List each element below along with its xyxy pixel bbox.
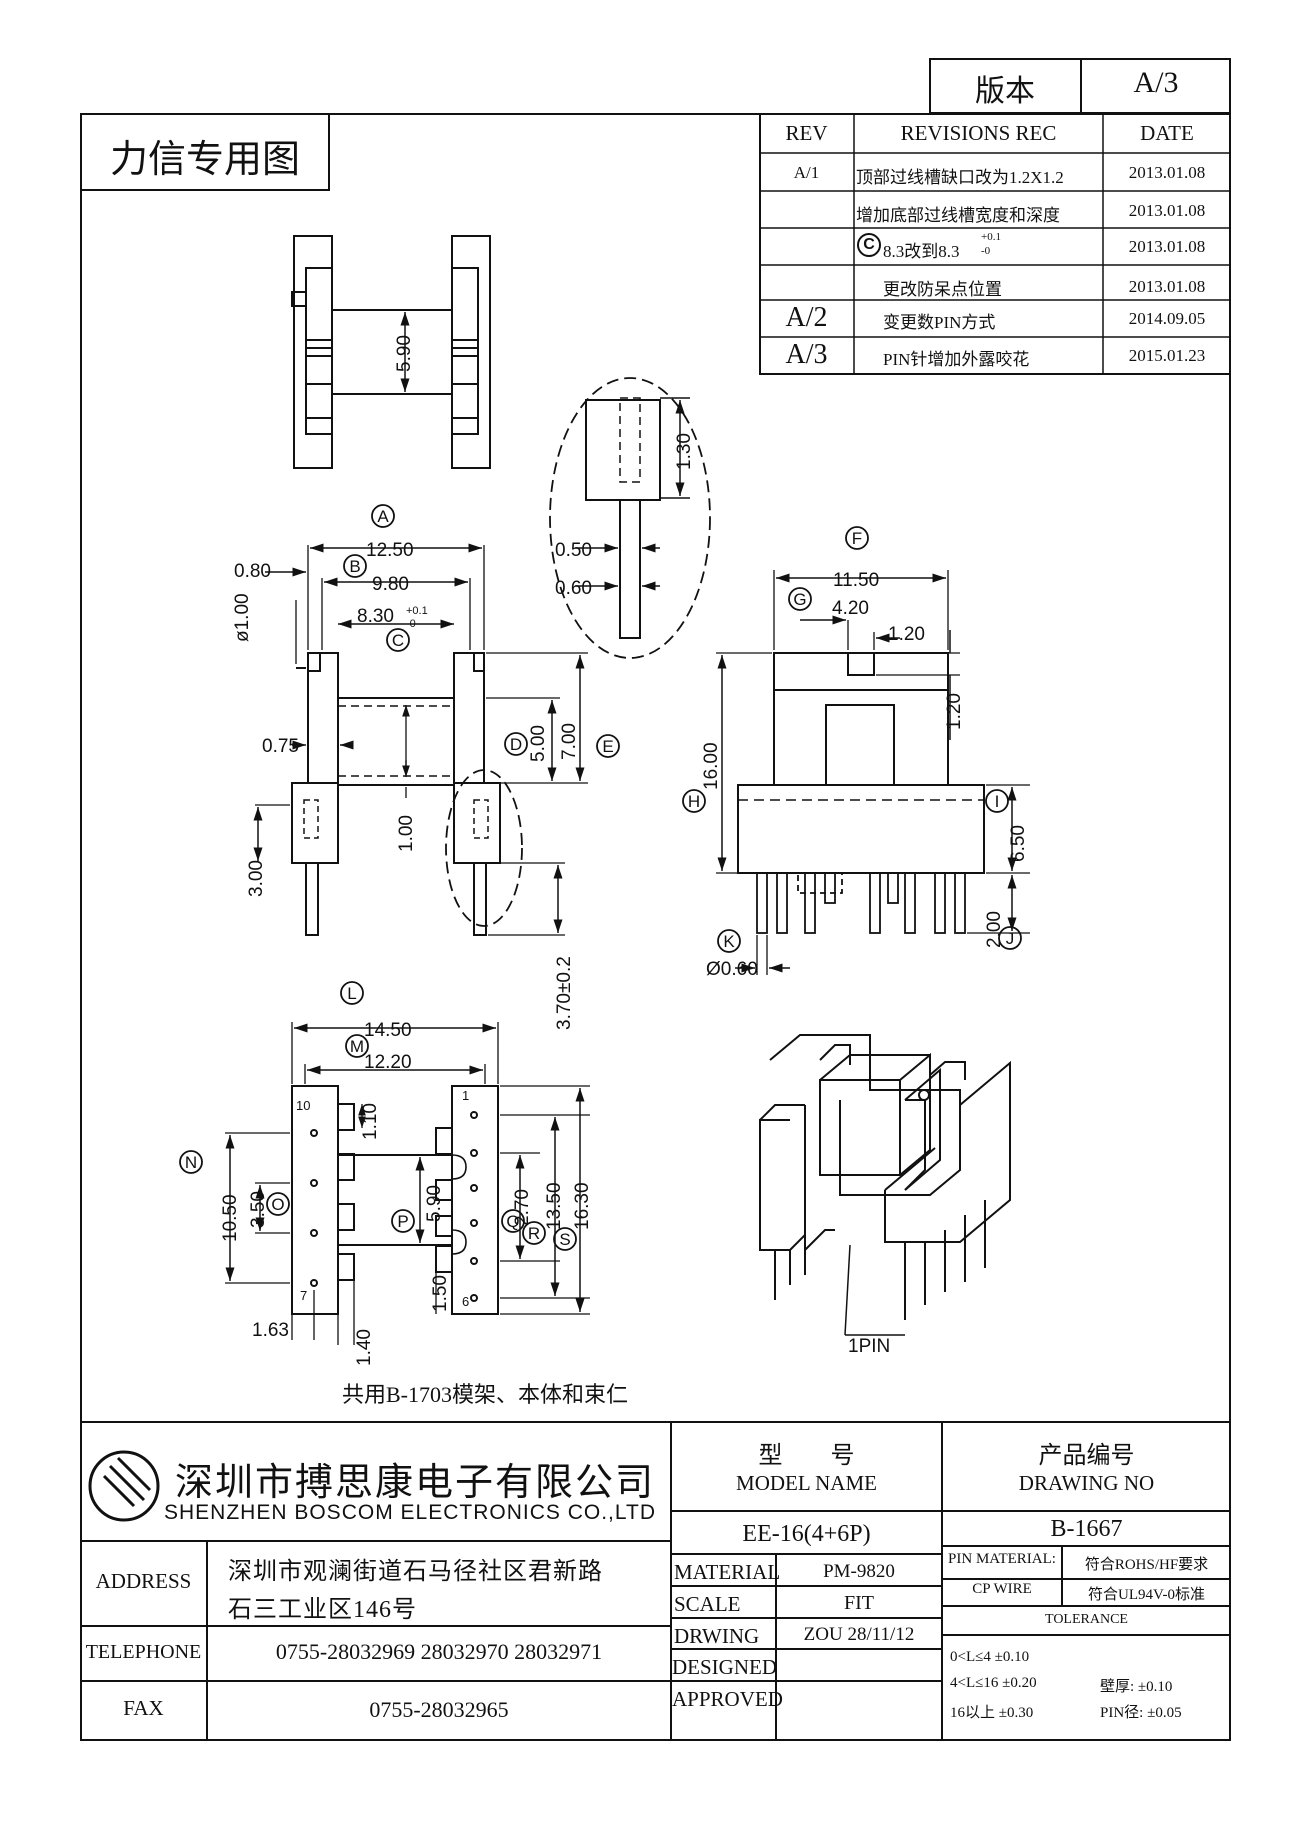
tol-row-1: 0<L≤4 ±0.10 xyxy=(950,1649,1030,1665)
company-name-cn: 深圳市搏思康电子有限公司 xyxy=(175,1462,656,1504)
address-line-2: 石三工业区146号 xyxy=(228,1597,417,1623)
approved-label: APPROVED xyxy=(672,1687,783,1711)
pin-tolerance: PIN径: ±0.05 xyxy=(1100,1705,1182,1721)
rev-row-3-tol-plus: +0.1 xyxy=(981,231,1001,243)
date-header: DATE xyxy=(1140,121,1194,145)
rev-row-5-rec: 变更数PIN方式 xyxy=(883,313,996,332)
pin-material-label: PIN MATERIAL: xyxy=(948,1551,1056,1567)
version-value: A/3 xyxy=(1133,66,1179,99)
rev-row-1-rev: A/1 xyxy=(793,163,820,182)
drawing-frame xyxy=(80,113,1231,1741)
tol-row-3: 16以上 ±0.30 xyxy=(950,1705,1034,1721)
pin-material-value: CP WIRE xyxy=(972,1581,1032,1597)
title-block-grid xyxy=(80,1421,1231,1741)
revision-table: REV REVISIONS REC DATE A/1 顶部过线槽缺口改为1.2X… xyxy=(759,113,1231,375)
telephone-label: TELEPHONE xyxy=(85,1641,202,1663)
drawing-value: ZOU 28/11/12 xyxy=(803,1624,915,1645)
designed-label: DESIGNED xyxy=(672,1655,777,1679)
rev-row-1-date: 2013.01.08 xyxy=(1128,163,1206,182)
version-box-divider xyxy=(1080,58,1082,114)
scale-value: FIT xyxy=(844,1592,874,1614)
revision-grid xyxy=(759,113,1231,375)
fax-value: 0755-28032965 xyxy=(369,1697,509,1722)
title-block: 深圳市搏思康电子有限公司 SHENZHEN BOSCOM ELECTRONICS… xyxy=(80,1421,1231,1741)
ul-note: 符合UL94V-0标准 xyxy=(1088,1587,1205,1603)
stamp-text: 力信专用图 xyxy=(109,139,300,181)
rev-row-5-rev: A/2 xyxy=(785,302,828,333)
rev-row-6-date: 2015.01.23 xyxy=(1128,346,1206,365)
rev-row-1-rec: 顶部过线槽缺口改为1.2X1.2 xyxy=(856,168,1064,187)
rev-row-2-rec: 增加底部过线槽宽度和深度 xyxy=(856,206,1060,225)
stamp-box xyxy=(80,113,330,191)
drawing-no-value: B-1667 xyxy=(1050,1516,1123,1542)
rev-row-3-rec: 8.3改到8.3 xyxy=(883,242,960,261)
rev-row-3-circle: C xyxy=(857,233,881,257)
drawing-label: DRWING xyxy=(674,1624,760,1648)
company-logo xyxy=(88,1450,160,1522)
tolerance-label: TOLERANCE xyxy=(1045,1612,1128,1627)
telephone-value: 0755-28032969 28032970 28032971 xyxy=(275,1639,603,1664)
fax-label: FAX xyxy=(123,1696,164,1720)
company-name-en: SHENZHEN BOSCOM ELECTRONICS CO.,LTD xyxy=(164,1501,656,1524)
address-label: ADDRESS xyxy=(95,1569,192,1593)
model-value: EE-16(4+6P) xyxy=(742,1521,871,1547)
drawing-no-label-en: DRAWING NO xyxy=(1018,1471,1155,1495)
rev-row-6-rec: PIN针增加外露咬花 xyxy=(883,350,1030,369)
drawing-no-label-cn: 产品编号 xyxy=(1038,1443,1135,1469)
rev-row-3-circle-letter: C xyxy=(863,236,875,253)
scale-label: SCALE xyxy=(674,1592,741,1616)
material-label: MATERIAL xyxy=(674,1560,781,1584)
rec-header: REVISIONS REC xyxy=(900,121,1057,145)
model-label-en: MODEL NAME xyxy=(736,1471,877,1495)
rev-row-5-date: 2014.09.05 xyxy=(1128,309,1206,328)
rev-row-3-date: 2013.01.08 xyxy=(1128,237,1206,256)
rev-row-4-date: 2013.01.08 xyxy=(1128,277,1206,296)
version-label: 版本 xyxy=(975,75,1035,108)
address-line-1: 深圳市观澜街道石马径社区君新路 xyxy=(228,1559,603,1585)
wall-tolerance: 壁厚: ±0.10 xyxy=(1100,1679,1173,1695)
tol-row-2: 4<L≤16 ±0.20 xyxy=(950,1675,1037,1691)
shared-note: 共用B-1703模架、本体和束仁 xyxy=(342,1382,629,1407)
rev-row-6-rev: A/3 xyxy=(785,339,828,370)
rev-header: REV xyxy=(785,121,828,145)
rev-row-2-date: 2013.01.08 xyxy=(1128,201,1206,220)
material-value: PM-9820 xyxy=(823,1561,895,1582)
rohs-note: 符合ROHS/HF要求 xyxy=(1084,1557,1209,1573)
rev-row-4-rec: 更改防呆点位置 xyxy=(883,280,1002,299)
rev-row-3-tol-minus: -0 xyxy=(981,245,991,257)
model-label-cn: 型 号 xyxy=(758,1443,855,1469)
